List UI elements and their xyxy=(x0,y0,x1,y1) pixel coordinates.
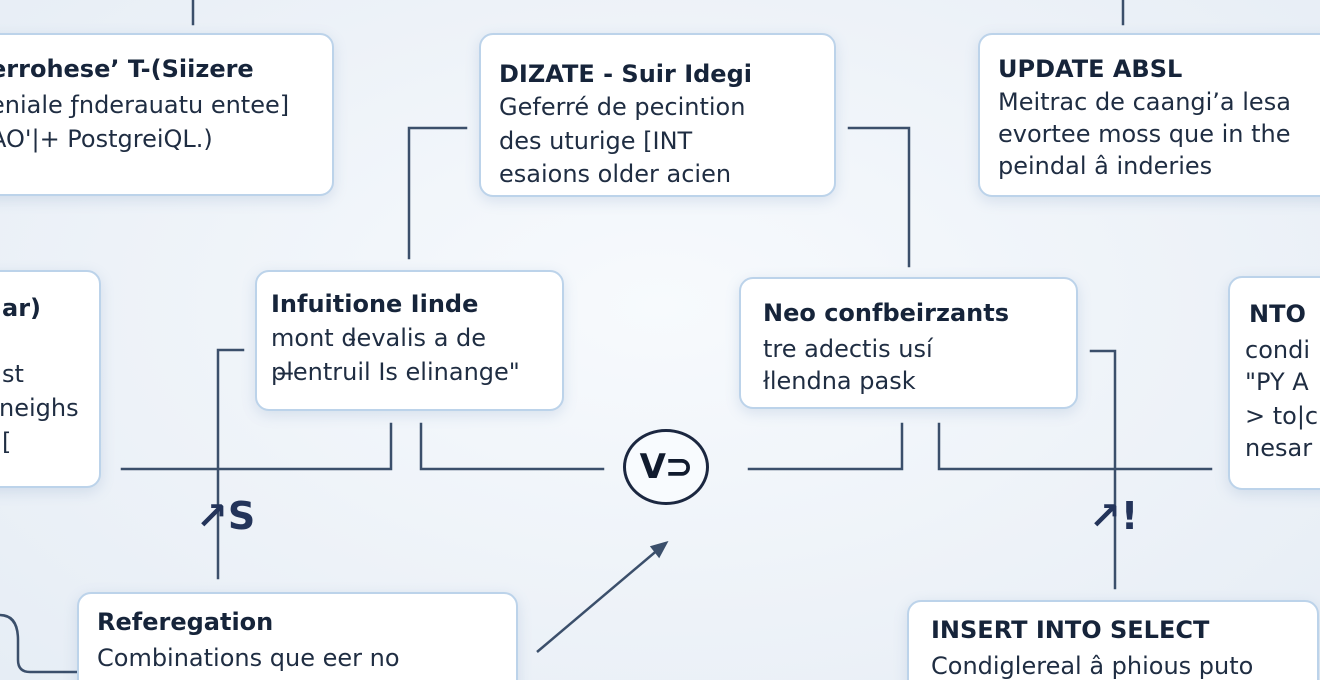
center-node: V⊃ xyxy=(623,429,709,505)
box-mid-center-right: Neo confbeirzants tre adectis usı́ łlend… xyxy=(739,277,1078,409)
box-mid-right-line-4: nesar xyxy=(1245,434,1313,462)
box-top-center-line-3: esaions older acien xyxy=(499,160,732,188)
box-mid-center-right-line-1: tre adectis usı́ xyxy=(763,335,933,363)
box-top-left-line-2: AO'|+ PostgreiQL.) xyxy=(0,125,213,153)
box-bottom-left: Referegation Combinations que eer no xyxy=(77,592,518,680)
box-mid-center-right-title: Neo confbeirzants xyxy=(763,299,1009,327)
connector-hline-center-right xyxy=(747,422,904,471)
box-mid-center-right-line-2: łlendna pask xyxy=(763,367,916,395)
box-bottom-left-title: Referegation xyxy=(97,608,274,636)
box-mid-right-line-3: > to|c xyxy=(1245,402,1319,430)
center-node-label: V⊃ xyxy=(639,447,694,487)
right-junction-symbol: ↗! xyxy=(1089,494,1139,538)
connector-mid-left-to-symbol xyxy=(216,348,245,580)
connector-hline-left xyxy=(120,422,393,471)
box-mid-center-left-line-2: pl̶entruil Is elinange" xyxy=(271,358,520,386)
box-mid-left: ar) st neighs [ xyxy=(0,270,101,488)
box-mid-left-line-2: neighs xyxy=(0,394,79,422)
connector-top-center-to-mid-left xyxy=(407,126,468,260)
box-mid-left-line-3: [ xyxy=(2,428,12,456)
box-mid-center-left-title: Infuitione Iinde xyxy=(271,290,479,318)
left-junction-symbol: ↗S xyxy=(196,494,256,538)
box-top-center: DIZATE - Suir Idegi Geferré de pecintion… xyxy=(479,33,836,197)
box-top-right-line-2: evortee moss que in the xyxy=(998,120,1291,148)
connector-arrow-line xyxy=(536,547,661,653)
box-mid-right-title: NTO xyxy=(1249,300,1306,328)
connector-arrowhead xyxy=(649,540,669,559)
box-bottom-right: INSERT INTO SELECT Condiglereal â phious… xyxy=(907,600,1319,680)
box-mid-right-line-1: condi xyxy=(1245,336,1310,364)
box-mid-left-line-1: st xyxy=(2,360,24,388)
box-top-center-line-1: Geferré de pecintion xyxy=(499,93,746,121)
box-bottom-right-title: INSERT INTO SELECT xyxy=(931,616,1210,644)
box-top-center-line-2: des uturige [INT xyxy=(499,127,693,155)
box-top-left-title: errohese’ T-(Siizere xyxy=(0,55,254,83)
box-top-left-line-1: eniale ƒnderauatu entee] xyxy=(0,91,290,119)
box-top-center-title: DIZATE - Suir Idegi xyxy=(499,60,752,88)
box-top-right: UPDATE ABSL Meitrac de caangi’a lesa evo… xyxy=(978,33,1320,197)
box-top-right-line-1: Meitrac de caangi’a lesa xyxy=(998,88,1291,116)
box-mid-center-left-line-1: mont d̵evalis a de xyxy=(271,324,487,352)
box-top-left: errohese’ T-(Siizere eniale ƒnderauatu e… xyxy=(0,33,334,196)
connector-mid-right-to-symbol xyxy=(1089,349,1117,590)
box-bottom-right-line-1: Condiglereal â phious puto xyxy=(931,652,1254,680)
box-mid-left-title: ar) xyxy=(2,294,41,322)
box-top-right-title: UPDATE ABSL xyxy=(998,55,1183,83)
box-mid-right-line-2: "PY A xyxy=(1245,368,1309,396)
box-top-right-line-3: peindal â inderies xyxy=(998,152,1213,180)
box-bottom-left-line-1: Combinations que eer no xyxy=(97,644,400,672)
connector-top-center-to-mid-right xyxy=(847,126,911,268)
connector-hline-right xyxy=(937,422,1213,471)
connector-bottom-left-curve xyxy=(0,613,80,674)
box-mid-right: NTO condi "PY A > to|c nesar xyxy=(1228,276,1320,490)
box-mid-center-left: Infuitione Iinde mont d̵evalis a de pl̶e… xyxy=(255,270,564,411)
connector-hline-center-left xyxy=(419,422,605,471)
